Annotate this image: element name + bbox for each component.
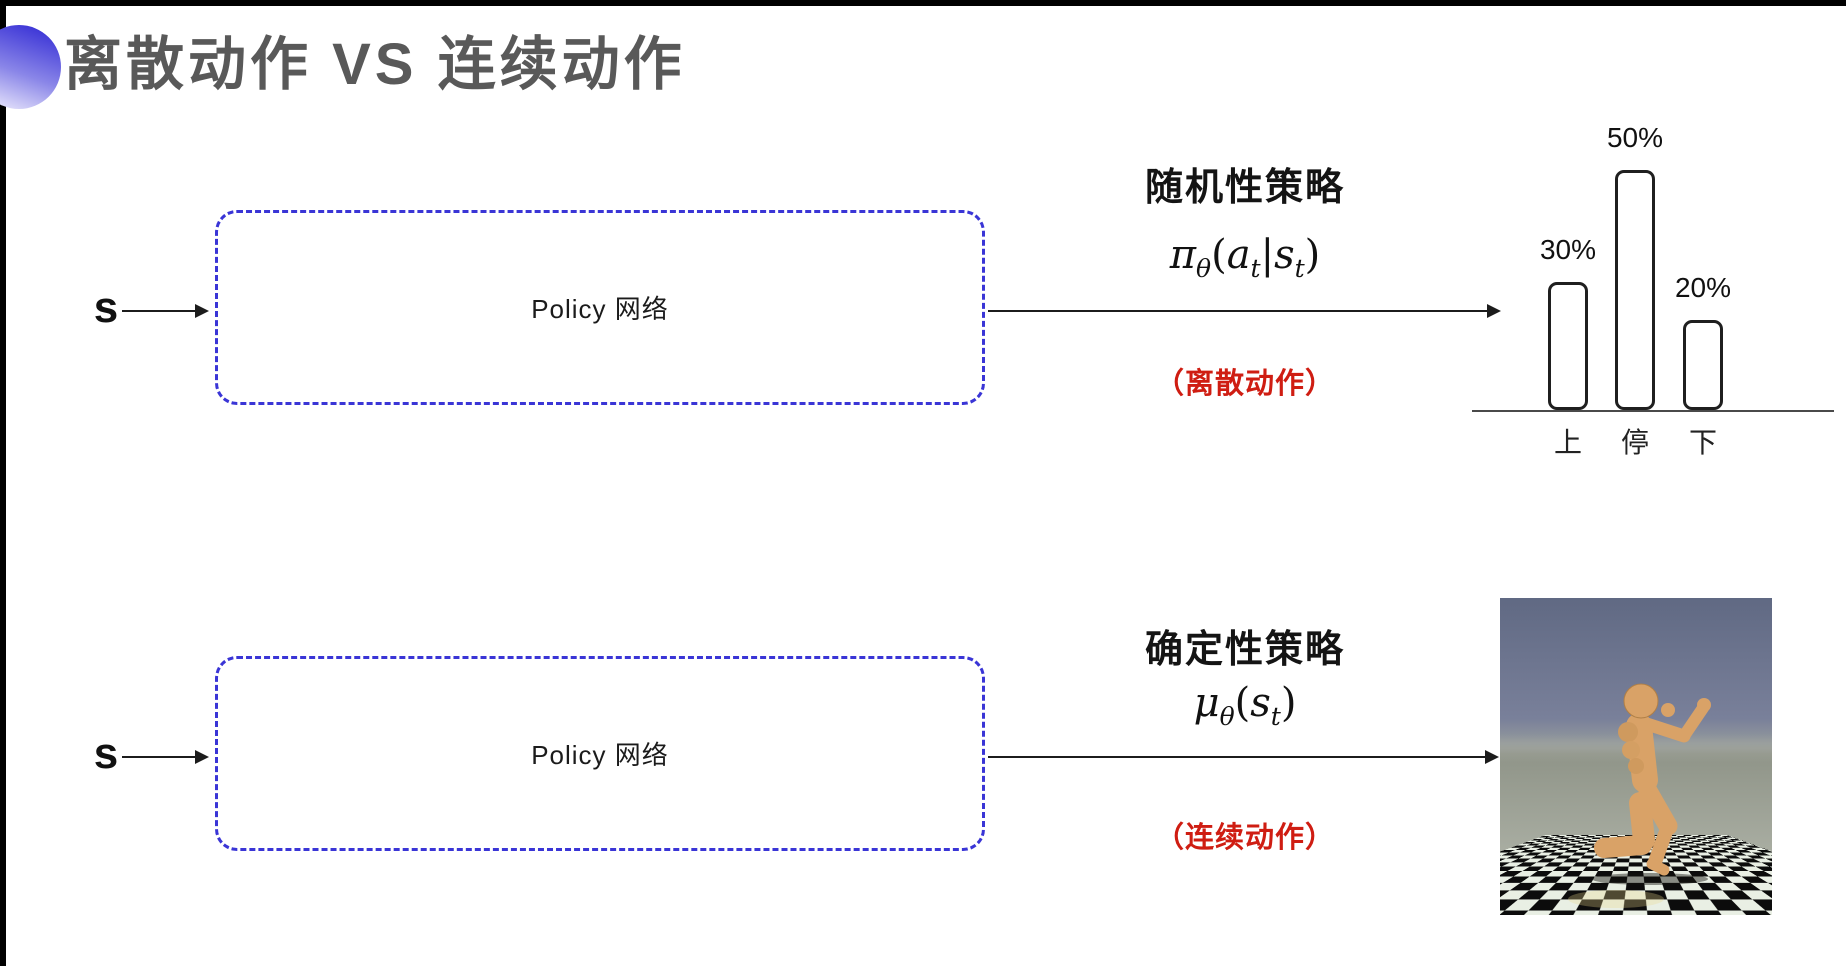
continuous-action-note: （连续动作） [1154,822,1335,854]
discrete-action-note: （离散动作） [1154,368,1335,400]
formula-token: t [1250,254,1261,283]
deterministic-policy-formula: μθ(st) [1095,680,1395,731]
bar-value-label: 20% [1674,272,1732,303]
formula-token: θ [1219,702,1235,731]
humanoid-simulation-image [1500,598,1772,915]
slide-title: 离散动作 VS 连续动作 [64,32,686,97]
formula-token: t [1294,254,1305,283]
chart-bar [1615,170,1655,410]
formula-token: ( [1234,680,1251,726]
policy-network-box-label: Policy 网络 [531,294,669,324]
output-arrow [988,304,1501,318]
action-probability-chart: 30% 上 50% 停 20% 下 [1470,95,1846,475]
bar-category-label: 停 [1620,427,1649,458]
policy-network-box-label: Policy 网络 [531,740,669,770]
bar-value-label: 50% [1606,122,1664,153]
title-bullet-icon [0,25,61,109]
input-arrow [122,750,209,764]
policy-network-box: Policy 网络 [215,210,985,405]
formula-token: ( [1211,232,1227,278]
humanoid-robot [1568,683,1711,908]
formula-token: π [1169,232,1197,278]
formula-token: μ [1193,680,1220,726]
chart-baseline-axis [1472,410,1834,412]
window-edge-top [0,0,1846,6]
formula-token: t [1270,702,1281,731]
chart-bar [1683,320,1723,410]
formula-token: a [1226,232,1251,278]
window-edge-left [0,0,6,966]
output-arrow [988,750,1499,764]
policy-network-box: Policy 网络 [215,656,985,851]
input-arrow [122,304,209,318]
formula-token: ) [1280,680,1297,726]
formula-token: s [1274,232,1295,278]
stochastic-policy-formula: πθ(at|st) [1095,232,1395,283]
deterministic-policy-title: 确定性策略 [1144,629,1345,671]
bar-category-label: 上 [1553,427,1582,458]
state-input-label: s [93,729,119,778]
bar-category-label: 下 [1688,427,1717,458]
bar-value-label: 30% [1539,234,1597,265]
formula-token: θ [1196,254,1212,283]
state-input-label: s [93,283,119,332]
formula-token: ) [1304,232,1321,278]
formula-token: s [1250,680,1271,726]
chart-bar [1548,282,1588,410]
formula-token: | [1260,232,1275,278]
stochastic-policy-title: 随机性策略 [1144,167,1345,209]
